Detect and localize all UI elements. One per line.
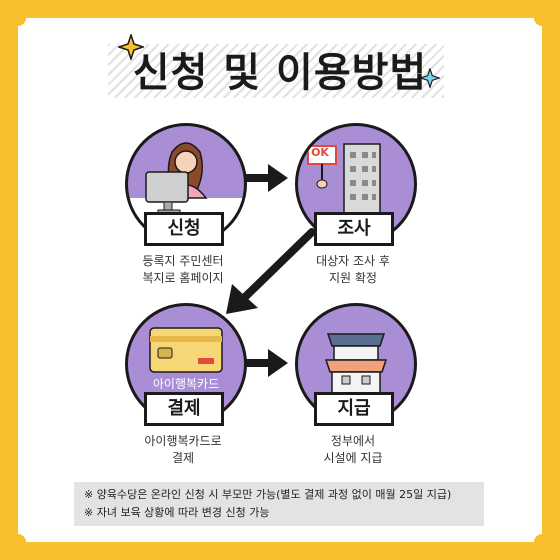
arrow-right-icon <box>244 164 288 192</box>
step-apply-label: 신청 <box>144 212 224 246</box>
corner-notch <box>10 534 26 550</box>
description-line: 아이행복카드로 <box>144 434 222 448</box>
description-line: 복지로 홈페이지 <box>142 271 224 285</box>
step-payment-description: 아이행복카드로 결제 <box>113 433 253 467</box>
card-name-text: 아이행복카드 <box>152 377 220 391</box>
sparkle-icon <box>118 34 144 60</box>
content-card <box>18 18 542 542</box>
description-line: 결제 <box>171 451 195 465</box>
daycare-building-icon <box>324 333 388 401</box>
note-line: ※ 자녀 보육 상황에 따라 변경 신청 가능 <box>84 506 270 519</box>
building-with-sign-icon <box>307 143 381 225</box>
step-apply-description: 등록지 주민센터 복지로 홈페이지 <box>113 253 253 287</box>
step-disbursement-label: 지급 <box>314 392 394 426</box>
step-payment-illustration <box>125 303 247 425</box>
ok-sign-text: OK <box>311 146 329 159</box>
sparkle-icon <box>420 68 440 88</box>
description-line: 지원 확정 <box>329 271 377 285</box>
page-title: 신청 및 이용방법 <box>132 50 428 96</box>
step-review-label: 조사 <box>314 212 394 246</box>
description-line: 등록지 주민센터 <box>142 254 224 268</box>
corner-notch <box>10 10 26 26</box>
step-payment-label: 결제 <box>144 392 224 426</box>
step-disbursement-description: 정부에서 시설에 지급 <box>283 433 423 467</box>
corner-notch <box>534 534 550 550</box>
title-hatching <box>108 44 444 98</box>
description-line: 대상자 조사 후 <box>316 254 390 268</box>
arrow-right-icon <box>244 349 288 377</box>
description-line: 시설에 지급 <box>323 451 383 465</box>
step-review-description: 대상자 조사 후 지원 확정 <box>283 253 423 287</box>
description-line: 정부에서 <box>330 434 376 448</box>
note-line: ※ 양육수당은 온라인 신청 시 부모만 가능(별도 결제 과정 없이 매월 2… <box>84 488 452 501</box>
arrow-diagonal-icon <box>226 228 316 314</box>
notes-box: ※ 양육수당은 온라인 신청 시 부모만 가능(별도 결제 과정 없이 매월 2… <box>74 482 484 526</box>
credit-card-icon <box>149 327 223 373</box>
corner-notch <box>534 10 550 26</box>
